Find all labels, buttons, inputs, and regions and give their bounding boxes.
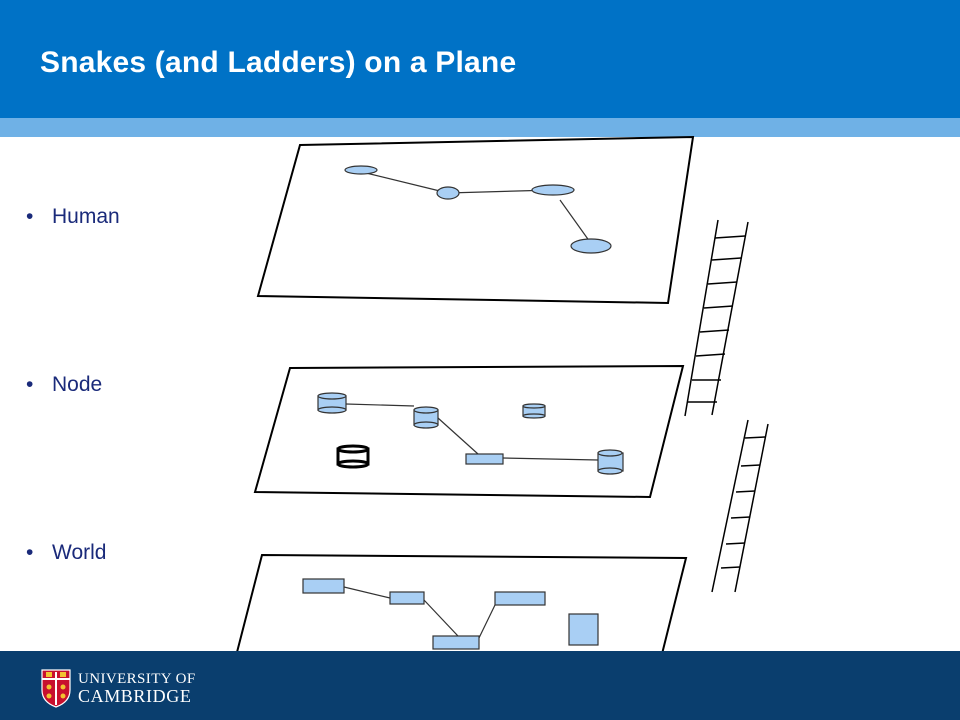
bullet-item-world: •World	[26, 541, 107, 564]
node-cylinder	[413, 406, 439, 429]
node-cylinder	[597, 449, 624, 475]
world-object	[494, 591, 546, 606]
world-object	[302, 578, 345, 594]
bullet-item-node: •Node	[26, 373, 103, 396]
world-object	[389, 591, 425, 605]
cambridge-shield-logo	[41, 669, 71, 708]
wordmark-line-1: UNIVERSITY OF	[78, 671, 196, 687]
bullet-item-human: •Human	[26, 205, 120, 228]
bullet-text: Node	[52, 373, 103, 396]
human-plane	[256, 135, 695, 305]
human-node	[531, 184, 575, 196]
header-bar	[0, 0, 960, 118]
node-cylinder	[317, 392, 347, 414]
ladder-upper	[684, 219, 749, 417]
header-accent-strip	[0, 118, 960, 137]
footer-bar	[0, 651, 960, 720]
node-cylinder	[522, 403, 546, 419]
bullet-text: Human	[52, 205, 120, 228]
node-box	[465, 453, 504, 465]
human-node	[344, 165, 378, 175]
ladder-lower	[711, 419, 769, 593]
world-object	[568, 613, 599, 646]
node-cylinder-highlighted	[336, 444, 370, 469]
human-node	[436, 186, 460, 200]
bullet-text: World	[52, 541, 107, 564]
wordmark-line-2: CAMBRIDGE	[78, 686, 192, 706]
node-plane	[253, 364, 685, 499]
human-node	[570, 238, 612, 254]
world-object	[432, 635, 480, 650]
university-wordmark: UNIVERSITY OF CAMBRIDGE	[78, 671, 196, 705]
slide-title: Snakes (and Ladders) on a Plane	[40, 46, 517, 79]
